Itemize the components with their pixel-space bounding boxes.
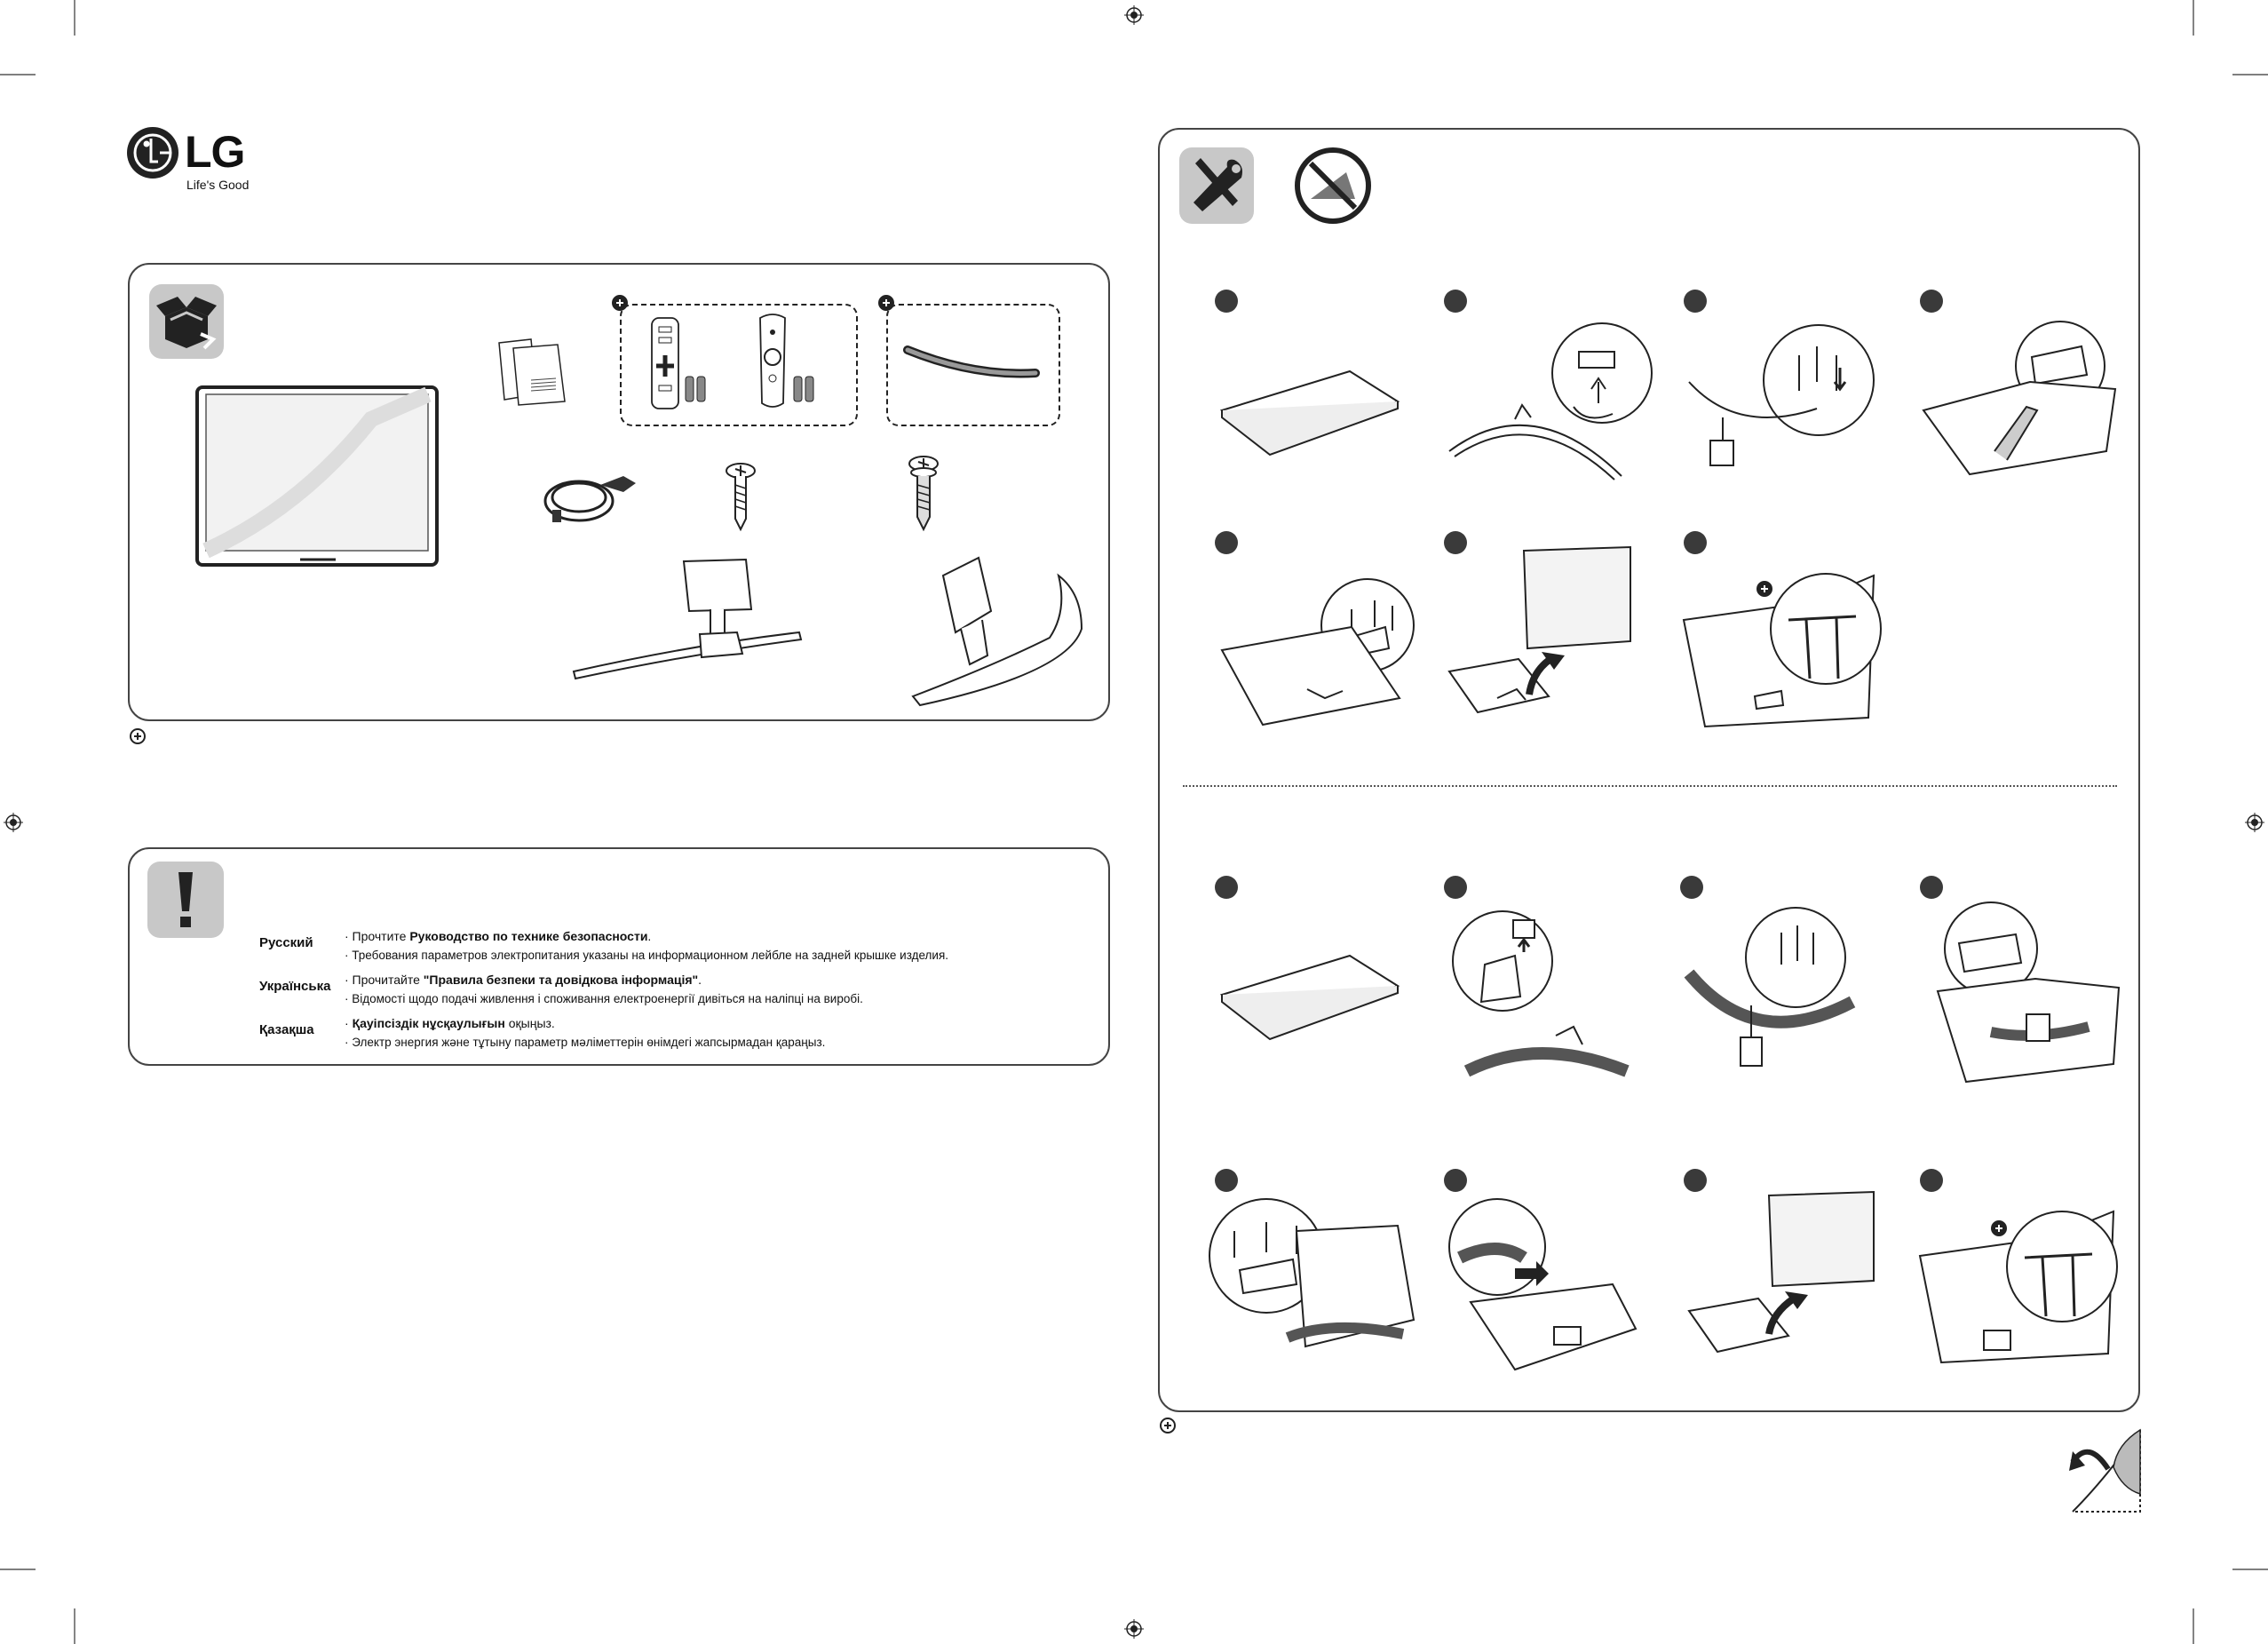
registration-mark-top xyxy=(1124,5,1144,25)
warning-line: · Электр энергия және тұтыну параметр мә… xyxy=(345,1036,826,1049)
step-illustration-cable-management-b xyxy=(1918,1210,2118,1364)
no-sharp-object-icon xyxy=(1295,147,1371,224)
stand-illustration-side xyxy=(911,556,1083,707)
step-number-5 xyxy=(1215,531,1238,554)
warning-line: · Відомості щодо подачі живлення і спожи… xyxy=(345,992,863,1005)
step-number-4 xyxy=(1920,290,1943,313)
brand-name: LG xyxy=(185,127,245,177)
language-label-ukrainian: Українська xyxy=(259,979,331,994)
brand-tagline: Life's Good xyxy=(186,178,250,192)
step-illustration-screws-stand xyxy=(1688,324,1875,466)
step-illustration-stand-parts xyxy=(1448,322,1653,480)
optional-plus-icon-2 xyxy=(878,295,894,311)
step-illustration-screw-bracket-b xyxy=(1209,1198,1416,1348)
manual-booklets-illustration xyxy=(498,338,566,406)
language-label-russian: Русский xyxy=(259,935,313,950)
step-number-5b xyxy=(1215,1169,1238,1192)
step-number-8b xyxy=(1920,1169,1943,1192)
step-number-2 xyxy=(1444,290,1467,313)
note-plus-icon-left xyxy=(130,728,146,744)
step-illustration-attach-stand xyxy=(1922,321,2117,476)
step-number-4b xyxy=(1920,876,1943,899)
screw-washer-illustration xyxy=(908,456,939,532)
package-box-icon xyxy=(149,284,224,359)
step-number-7 xyxy=(1684,531,1707,554)
step-number-6b xyxy=(1444,1169,1467,1192)
registration-mark-left xyxy=(4,813,23,832)
safety-warnings-panel: Русский · Прочтите Руководство по техник… xyxy=(128,847,1110,1066)
stand-illustration-front xyxy=(572,558,803,680)
step-illustration-lift-tv xyxy=(1447,545,1631,714)
step-illustration-screw-bracket xyxy=(1220,578,1415,727)
power-cord-illustration xyxy=(543,476,636,522)
step-illustration-stand-parts-b xyxy=(1452,910,1630,1077)
step-illustration-lift-tv-b xyxy=(1687,1190,1875,1354)
magic-remote-illustration xyxy=(759,314,814,408)
section-divider xyxy=(1183,785,2117,787)
step-number-6 xyxy=(1444,531,1467,554)
warning-line: · Прочитайте "Правила безпеки та довідко… xyxy=(345,973,702,987)
step-illustration-slide-stand-b xyxy=(1448,1198,1638,1371)
remote-control-illustration xyxy=(651,317,706,409)
registration-mark-right xyxy=(2245,813,2264,832)
step-illustration-attach-stand-b xyxy=(1936,901,2121,1084)
step-illustration-screws-stand-b xyxy=(1684,907,1856,1067)
optional-cable-box xyxy=(886,304,1060,426)
step-illustration-cushion xyxy=(1219,369,1400,457)
warning-line: · Требования параметров электропитания у… xyxy=(345,949,949,962)
optional-plus-icon xyxy=(612,295,628,311)
note-plus-icon-right xyxy=(1160,1418,1176,1434)
step-number-2b xyxy=(1444,876,1467,899)
step-number-3 xyxy=(1684,290,1707,313)
exclamation-icon xyxy=(147,862,224,938)
cable-guide-illustration xyxy=(903,345,1040,378)
package-contents-panel xyxy=(128,263,1110,721)
note-plus-icon-step7 xyxy=(1757,581,1772,597)
step-number-3b xyxy=(1680,876,1703,899)
step-number-7b xyxy=(1684,1169,1707,1192)
optional-remotes-box xyxy=(620,304,858,426)
registration-mark-bottom xyxy=(1124,1619,1144,1639)
language-label-kazakh: Қазақша xyxy=(259,1022,314,1037)
warning-line: · Қауіпсіздік нұсқаулығын оқыңыз. xyxy=(345,1016,555,1030)
step-number-1b xyxy=(1215,876,1238,899)
assembly-steps-panel xyxy=(1158,128,2140,1412)
wrench-screwdriver-icon xyxy=(1179,147,1254,224)
lg-face-icon xyxy=(127,127,178,179)
tv-illustration xyxy=(195,385,439,567)
warning-line: · Прочтите Руководство по технике безопа… xyxy=(345,929,652,943)
step-number-1 xyxy=(1215,290,1238,313)
lg-logo: LG Life's Good xyxy=(126,126,277,197)
step-illustration-cable-management xyxy=(1682,573,1882,728)
screw-illustration xyxy=(726,463,756,532)
page-turn-icon xyxy=(2069,1428,2141,1513)
note-plus-icon-step8b xyxy=(1991,1220,2007,1236)
step-illustration-cushion-b xyxy=(1219,954,1400,1041)
